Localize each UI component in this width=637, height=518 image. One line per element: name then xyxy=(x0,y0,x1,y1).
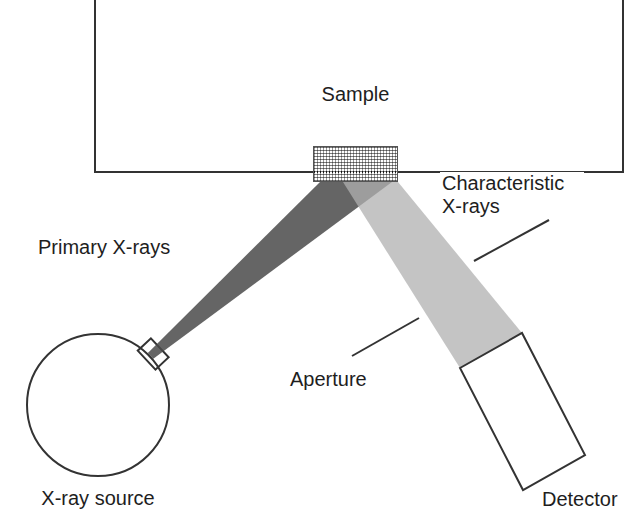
sample-block: Sample xyxy=(313,146,398,182)
part-label: X-ray source xyxy=(39,487,156,510)
beam-label: Primary X-rays xyxy=(36,236,172,259)
aperture-plate xyxy=(474,220,549,261)
xray-source: X-ray source xyxy=(26,333,170,477)
part-label: Detector xyxy=(540,488,620,511)
part-label: Sample xyxy=(320,83,392,106)
detector-body xyxy=(460,333,585,490)
xray-beam xyxy=(148,182,392,359)
part-label: Aperture xyxy=(288,368,369,391)
detector: Detector xyxy=(455,328,625,518)
beam-label: Characteristic X-rays xyxy=(440,172,584,218)
aperture-plate xyxy=(352,318,419,356)
